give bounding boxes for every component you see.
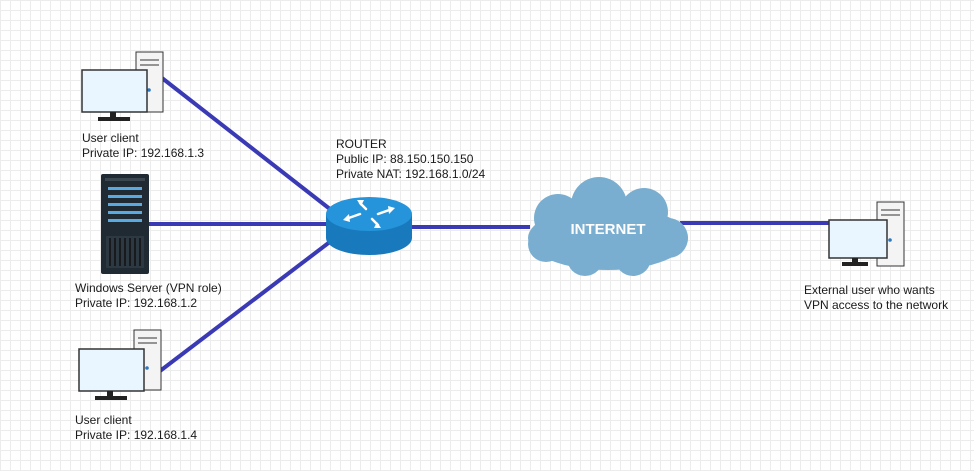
- router-name: ROUTER: [336, 137, 387, 151]
- cloud-icon: [528, 177, 688, 276]
- internet-label: INTERNET: [571, 221, 646, 238]
- router-public-ip: Public IP: 88.150.150.150: [336, 152, 474, 166]
- links: [149, 76, 830, 373]
- client-bottom-ip: Private IP: 192.168.1.4: [75, 428, 198, 442]
- external-user-label: External user who wants VPN access to th…: [804, 283, 948, 313]
- client-top-ip: Private IP: 192.168.1.3: [82, 146, 205, 160]
- link-client-bottom-router: [158, 236, 337, 373]
- client-top-label: User client Private IP: 192.168.1.3: [82, 131, 204, 161]
- client-bottom-label: User client Private IP: 192.168.1.4: [75, 413, 197, 443]
- server-rack-icon: [101, 174, 149, 274]
- router-label: ROUTER Public IP: 88.150.150.150 Private…: [336, 137, 485, 182]
- client-top-name: User client: [82, 131, 139, 145]
- client-top-computer-icon: [81, 51, 164, 121]
- server-ip: Private IP: 192.168.1.2: [75, 296, 198, 310]
- client-bottom-name: User client: [75, 413, 132, 427]
- router-icon: [326, 197, 412, 255]
- external-computer-icon: [828, 201, 905, 267]
- client-bottom-computer-icon: [78, 329, 162, 400]
- server-label: Windows Server (VPN role) Private IP: 19…: [75, 281, 222, 311]
- external-user-line1: External user who wants: [804, 283, 935, 297]
- server-name: Windows Server (VPN role): [75, 281, 222, 295]
- link-client-top-router: [160, 76, 337, 215]
- router-nat: Private NAT: 192.168.1.0/24: [336, 167, 486, 181]
- external-user-line2: VPN access to the network: [804, 298, 949, 312]
